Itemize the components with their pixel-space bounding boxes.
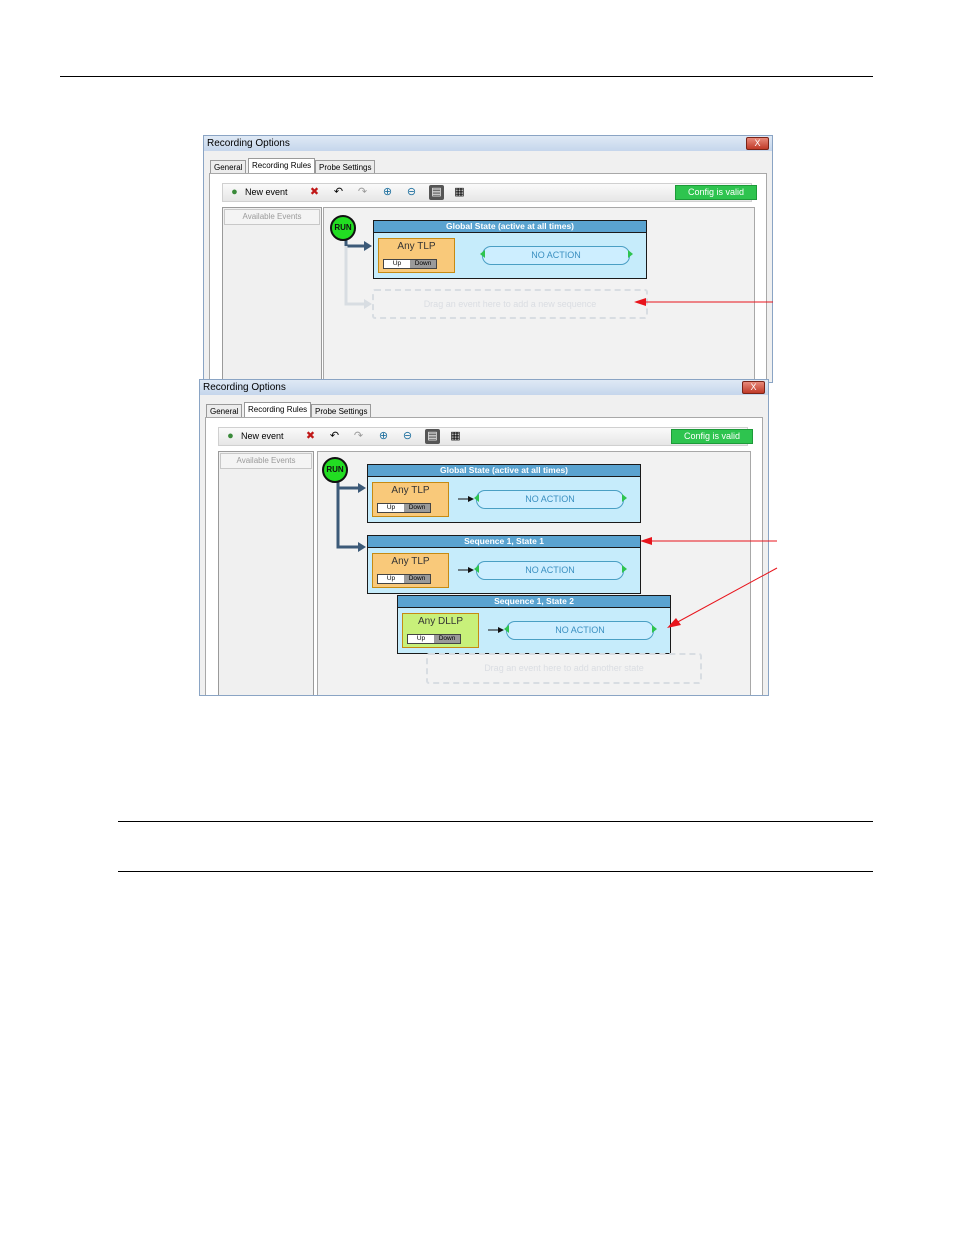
zoom-in-icon[interactable]: ⊕ (378, 430, 389, 442)
run-start-node[interactable]: RUN (322, 457, 348, 483)
available-events-pane: Available Events (222, 207, 322, 382)
zoom-in-icon[interactable]: ⊕ (382, 186, 393, 198)
new-event-button[interactable]: New event (245, 187, 288, 197)
tab-general[interactable]: General (210, 160, 247, 174)
state1-title: Sequence 1, State 1 (368, 536, 640, 548)
delete-icon[interactable]: ✖ (309, 186, 320, 198)
new-event-button[interactable]: New event (241, 431, 284, 441)
event-to-action-arrow (488, 627, 504, 633)
global-state-box[interactable]: Global State (active at all times) Any T… (367, 464, 641, 523)
action-left-connector (480, 250, 485, 258)
redo-icon[interactable]: ↷ (357, 186, 368, 198)
available-events-header: Available Events (220, 453, 312, 469)
sequence1-state2-box[interactable]: Sequence 1, State 2 Any DLLP Up Down NO … (397, 595, 671, 654)
tab-probe-settings[interactable]: Probe Settings (315, 160, 376, 174)
recording-options-window-bottom: Recording Options X General Recording Ru… (199, 379, 769, 696)
up-toggle[interactable]: Up (378, 504, 404, 512)
globe-icon: ● (231, 186, 238, 198)
rules-canvas: RUN Global State (active at all times) A… (323, 207, 755, 382)
global-state-title: Global State (active at all times) (374, 221, 646, 233)
recording-options-window-top: Recording Options X General Recording Ru… (203, 135, 773, 383)
up-down-toggle: Up Down (407, 634, 461, 644)
new-sequence-drop-zone[interactable]: Drag an event here to add a new sequence (372, 289, 648, 319)
globe-icon: ● (227, 430, 234, 442)
up-toggle[interactable]: Up (408, 635, 434, 643)
event-to-action-arrow (458, 567, 474, 573)
note-top-rule (118, 821, 873, 822)
tab-general[interactable]: General (206, 404, 243, 418)
export-icon[interactable]: ▦ (450, 430, 461, 442)
down-toggle[interactable]: Down (404, 504, 430, 512)
action-right-connector (628, 250, 633, 258)
rules-panel: ● New event ✖ ↶ ↷ ⊕ ⊖ ▤ ▦ Config is vali… (209, 173, 767, 382)
fit-view-icon[interactable]: ▤ (429, 185, 444, 200)
any-dllp-event[interactable]: Any DLLP Up Down (402, 613, 479, 648)
event-label: Any TLP (391, 556, 430, 567)
toolbar: ● New event ✖ ↶ ↷ ⊕ ⊖ ▤ ▦ Config is vali… (222, 183, 757, 202)
redo-icon[interactable]: ↷ (353, 430, 364, 442)
no-action-button[interactable]: NO ACTION (506, 621, 654, 640)
tab-recording-rules[interactable]: Recording Rules (244, 402, 312, 418)
run-start-node[interactable]: RUN (330, 215, 356, 241)
action-left-connector (504, 625, 509, 633)
action-left-connector (474, 494, 479, 502)
rules-canvas: RUN Global State (active at all times) A… (317, 451, 751, 695)
zoom-out-icon[interactable]: ⊖ (406, 186, 417, 198)
action-right-connector (622, 494, 627, 502)
action-left-connector (474, 565, 479, 573)
window-title: Recording Options (200, 380, 768, 395)
available-events-header: Available Events (224, 209, 320, 225)
any-tlp-event[interactable]: Any TLP Up Down (378, 238, 455, 273)
event-to-action-arrow (458, 496, 474, 502)
down-toggle[interactable]: Down (404, 575, 430, 583)
tab-recording-rules[interactable]: Recording Rules (248, 158, 316, 174)
no-action-button[interactable]: NO ACTION (482, 246, 630, 265)
up-toggle[interactable]: Up (384, 260, 410, 268)
event-label: Any TLP (397, 241, 436, 252)
any-tlp-event[interactable]: Any TLP Up Down (372, 553, 449, 588)
header-rule (60, 76, 873, 77)
close-button[interactable]: X (746, 137, 769, 150)
down-toggle[interactable]: Down (434, 635, 460, 643)
no-action-button[interactable]: NO ACTION (476, 490, 624, 509)
window-title: Recording Options (204, 136, 772, 151)
state2-title: Sequence 1, State 2 (398, 596, 670, 608)
sequence1-state1-box[interactable]: Sequence 1, State 1 Any TLP Up Down NO A… (367, 535, 641, 594)
up-down-toggle: Up Down (383, 259, 437, 269)
config-status-badge: Config is valid (671, 429, 753, 444)
undo-icon[interactable]: ↶ (329, 430, 340, 442)
any-tlp-event[interactable]: Any TLP Up Down (372, 482, 449, 517)
toolbar: ● New event ✖ ↶ ↷ ⊕ ⊖ ▤ ▦ Config is vali… (218, 427, 753, 446)
tab-probe-settings[interactable]: Probe Settings (311, 404, 372, 418)
down-toggle[interactable]: Down (410, 260, 436, 268)
zoom-out-icon[interactable]: ⊖ (402, 430, 413, 442)
config-status-badge: Config is valid (675, 185, 757, 200)
action-right-connector (622, 565, 627, 573)
undo-icon[interactable]: ↶ (333, 186, 344, 198)
delete-icon[interactable]: ✖ (305, 430, 316, 442)
up-down-toggle: Up Down (377, 574, 431, 584)
note-bottom-rule (118, 871, 873, 872)
rules-panel: ● New event ✖ ↶ ↷ ⊕ ⊖ ▤ ▦ Config is vali… (205, 417, 763, 695)
action-right-connector (652, 625, 657, 633)
global-state-title: Global State (active at all times) (368, 465, 640, 477)
flow-connectors (336, 480, 366, 552)
event-label: Any TLP (391, 485, 430, 496)
new-state-drop-zone[interactable]: Drag an event here to add another state (426, 653, 702, 684)
global-state-box[interactable]: Global State (active at all times) Any T… (373, 220, 647, 279)
up-toggle[interactable]: Up (378, 575, 404, 583)
no-action-button[interactable]: NO ACTION (476, 561, 624, 580)
up-down-toggle: Up Down (377, 503, 431, 513)
fit-view-icon[interactable]: ▤ (425, 429, 440, 444)
event-label: Any DLLP (417, 616, 464, 627)
available-events-pane: Available Events (218, 451, 314, 695)
close-button[interactable]: X (742, 381, 765, 394)
export-icon[interactable]: ▦ (454, 186, 465, 198)
